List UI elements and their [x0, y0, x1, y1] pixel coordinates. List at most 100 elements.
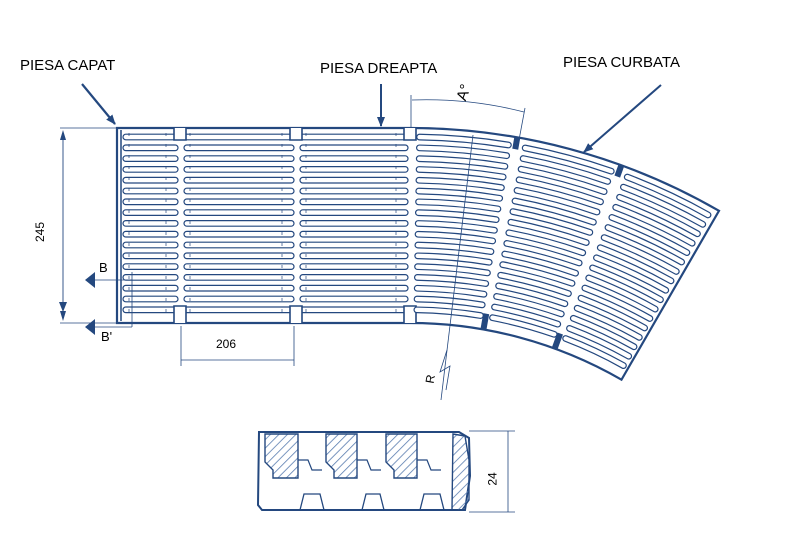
hatched-rib	[264, 433, 299, 479]
section-view-b-b	[256, 430, 515, 513]
straight-slat	[183, 198, 295, 206]
curved-slat	[414, 241, 495, 255]
straight-slat	[183, 176, 295, 184]
belt-outline	[115, 126, 721, 382]
curved-slat	[489, 314, 558, 338]
hatched-edge	[451, 433, 470, 511]
straight-slat	[183, 187, 295, 195]
curved-slat	[507, 218, 590, 246]
curved-slat	[505, 229, 587, 257]
curved-slat	[495, 282, 569, 308]
curved-joint-tab-bottom	[480, 313, 490, 330]
dimension-thickness: 24	[485, 472, 500, 486]
curved-slat	[415, 166, 507, 181]
straight-slat	[299, 263, 409, 270]
section-mark-b: B	[99, 260, 108, 275]
curved-slat	[416, 133, 512, 149]
curved-slat	[414, 263, 491, 277]
curved-slat	[596, 244, 675, 285]
straight-slat	[122, 241, 179, 249]
curved-slat	[414, 220, 498, 234]
curved-slat	[414, 274, 490, 287]
curved-slat	[585, 274, 659, 313]
curved-slat	[589, 264, 664, 304]
curved-slat	[612, 203, 696, 247]
straight-slat	[299, 230, 409, 238]
straight-slat	[183, 295, 295, 303]
curved-slat	[511, 197, 597, 226]
straight-slat	[183, 133, 295, 141]
hatched-rib	[325, 433, 358, 479]
straight-slat	[183, 155, 295, 163]
curved-slat	[604, 224, 685, 266]
straight-slat	[183, 230, 295, 238]
straight-slat	[299, 209, 409, 217]
straight-slat	[122, 133, 179, 141]
straight-slat	[183, 263, 295, 270]
curved-slat	[519, 155, 612, 185]
joint-tab-bottom	[173, 305, 187, 323]
curved-slat	[415, 187, 504, 202]
straight-slat	[299, 220, 409, 227]
straight-slat	[122, 187, 179, 195]
angle-ext-right	[518, 107, 526, 141]
straight-slat	[122, 252, 179, 260]
section-channel	[357, 459, 381, 471]
joint-tab-top	[403, 128, 417, 141]
straight-slat	[183, 274, 295, 281]
straight-slat	[299, 306, 409, 314]
curved-slat	[415, 155, 509, 170]
straight-slat	[299, 187, 409, 195]
straight-slat	[299, 252, 409, 260]
curved-slat	[600, 234, 680, 275]
section-channel	[298, 459, 322, 471]
plan-view	[59, 83, 721, 401]
curved-slat	[497, 271, 572, 297]
curved-slat	[491, 303, 562, 328]
dimension-height: 245	[33, 221, 48, 243]
leader-end-piece	[81, 83, 116, 125]
straight-slat	[122, 166, 179, 173]
straight-slat	[183, 241, 295, 249]
curved-slat	[509, 208, 594, 236]
straight-slat	[183, 144, 295, 152]
straight-slat	[122, 209, 179, 217]
curved-joint-tab-top	[512, 136, 521, 150]
straight-slat	[299, 274, 409, 281]
curved-slat	[517, 165, 608, 195]
leader-curved-piece	[583, 84, 662, 153]
hatched-rib	[385, 433, 418, 479]
straight-slat	[122, 263, 179, 270]
curved-slat	[415, 209, 500, 223]
section-mark-b-prime: B'	[101, 329, 113, 344]
straight-slat	[183, 209, 295, 217]
straight-slat	[122, 284, 179, 292]
label-curved-piece: PIESA CURBATA	[563, 54, 680, 71]
curved-slat	[499, 261, 576, 287]
curved-slat	[515, 176, 604, 206]
straight-slat	[183, 220, 295, 227]
curved-slat	[416, 144, 511, 160]
curved-slat	[513, 187, 601, 216]
curved-slat	[415, 198, 502, 213]
curved-slat	[593, 254, 670, 294]
straight-slat	[299, 284, 409, 292]
curved-slat	[493, 293, 565, 318]
straight-slat	[122, 155, 179, 163]
joint-tab-bottom	[403, 305, 417, 323]
straight-slat	[183, 306, 295, 314]
radius-line	[440, 134, 474, 401]
label-end-piece: PIESA CAPAT	[20, 57, 116, 74]
curved-slat	[413, 284, 488, 298]
straight-slat	[122, 230, 179, 238]
curved-slat	[577, 294, 648, 332]
curved-slat	[414, 252, 493, 266]
straight-slat	[122, 144, 179, 152]
curved-slat	[608, 214, 691, 256]
curved-slat	[620, 183, 707, 228]
curved-slat	[415, 176, 505, 191]
curved-joint-tab-bottom	[551, 332, 563, 350]
straight-slat	[183, 284, 295, 292]
